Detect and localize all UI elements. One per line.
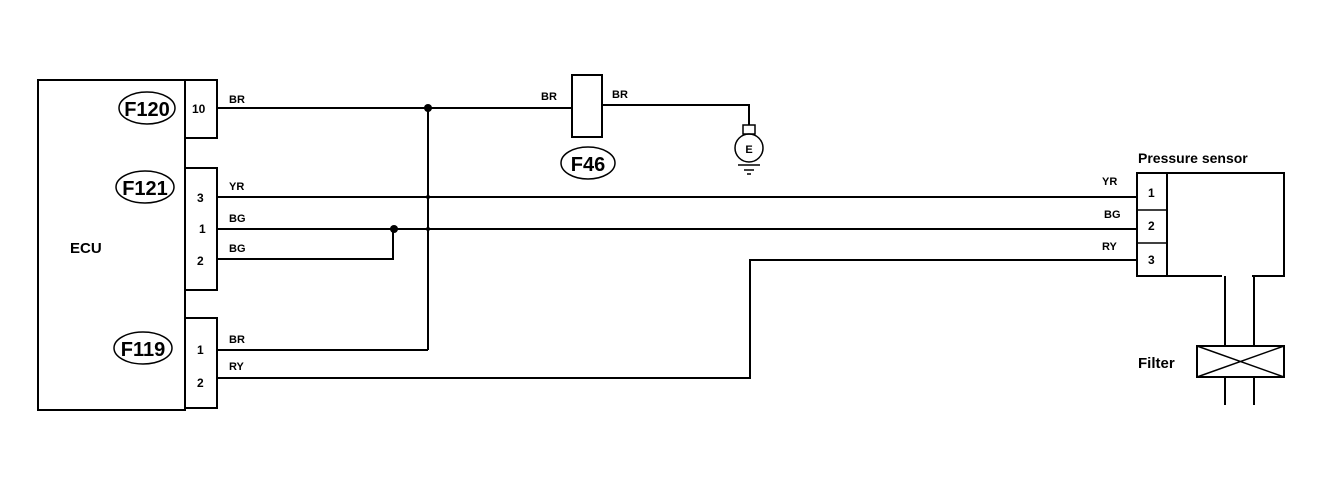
wire-f121-2	[217, 229, 394, 260]
wire-label-sensor-1: YR	[1102, 176, 1117, 188]
wire-label-f121-1: BG	[229, 213, 246, 225]
wire-f119-2	[217, 259, 1137, 379]
f121-badge	[115, 170, 175, 204]
f121-label: F121	[122, 178, 168, 200]
f120-badge	[118, 91, 176, 125]
wire-label-f119-1: BR	[229, 334, 245, 346]
wire-f46-ground	[602, 104, 750, 125]
ground-terminal	[742, 124, 756, 135]
wire-label-sensor-2: BG	[1104, 209, 1121, 221]
wire-label-f119-2: RY	[229, 361, 245, 373]
junction-br	[424, 104, 432, 112]
f46-badge	[560, 146, 616, 180]
filter-cross-icon	[1196, 345, 1285, 378]
sensor-pin-1: 1	[1148, 186, 1155, 200]
f119-pin-2: 2	[197, 376, 204, 390]
wire-label-f121-3: YR	[229, 181, 244, 193]
f120-label: F120	[124, 99, 170, 121]
f120-connector	[184, 79, 218, 139]
ground-label: E	[745, 144, 752, 156]
f120-pin-10: 10	[192, 102, 206, 116]
pressure-sensor-connector	[1136, 172, 1168, 277]
f119-label: F119	[121, 339, 165, 361]
wire-label-sensor-3: RY	[1102, 241, 1118, 253]
f119-pin-1: 1	[197, 343, 204, 357]
f119-connector	[184, 317, 218, 409]
wire-label-f46-in: BR	[541, 91, 557, 103]
f121-pin-1: 1	[199, 222, 206, 236]
ground-circle	[734, 133, 764, 163]
pressure-sensor-title: Pressure sensor	[1138, 150, 1248, 166]
pressure-pipe	[1224, 276, 1255, 405]
sensor-pin-3: 3	[1148, 253, 1155, 267]
f46-label: F46	[571, 154, 605, 176]
ground-icon	[738, 164, 760, 175]
ecu-box	[37, 79, 186, 411]
wire-label-f46-out: BR	[612, 89, 628, 101]
pipe-gap	[1222, 274, 1252, 280]
filter-label: Filter	[1138, 355, 1175, 372]
f121-pin-2: 2	[197, 254, 204, 268]
ecu-label: ECU	[70, 240, 102, 257]
sensor-pin-2: 2	[1148, 219, 1155, 233]
wire-label-f120-10: BR	[229, 94, 245, 106]
f119-badge	[113, 331, 173, 365]
f46-connector	[571, 74, 603, 138]
wire-label-f121-2: BG	[229, 243, 246, 255]
f121-pin-3: 3	[197, 191, 204, 205]
